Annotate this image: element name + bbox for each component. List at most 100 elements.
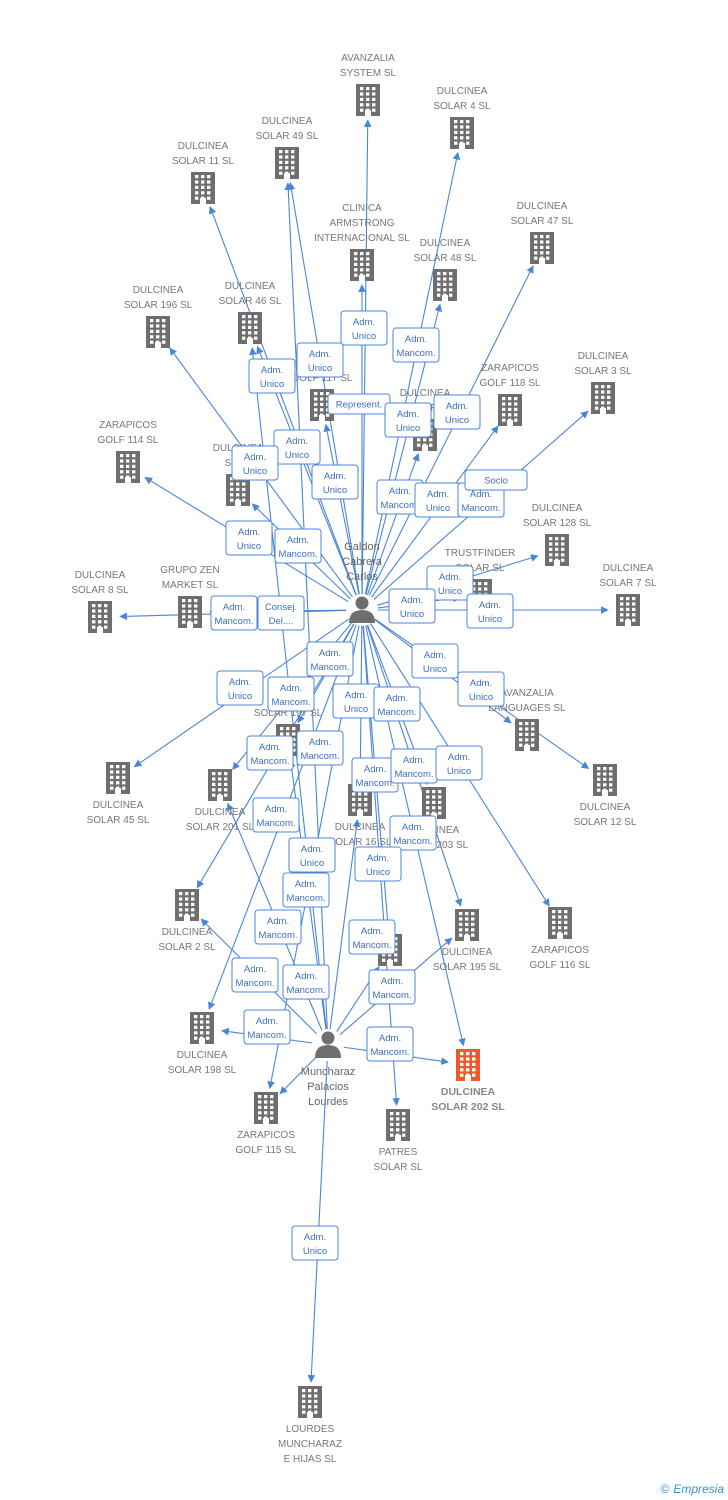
edge-label[interactable]: Adm.Unico bbox=[466, 593, 514, 629]
edge-label[interactable]: Adm.Mancom. bbox=[231, 957, 279, 993]
edge-label[interactable]: Adm.Mancom. bbox=[368, 969, 416, 1005]
edge-label[interactable]: Adm.Unico bbox=[433, 394, 481, 430]
edge-label[interactable]: Adm.Unico bbox=[216, 670, 264, 706]
company-node-s49[interactable]: DULCINEA SOLAR 49 SL bbox=[256, 116, 319, 179]
edge-label-text: Mancom. bbox=[300, 751, 339, 762]
edge-label[interactable]: Adm.Mancom. bbox=[282, 964, 330, 1000]
company-label: GRUPO ZEN bbox=[160, 565, 219, 576]
company-label: ZARAPICOS bbox=[531, 945, 589, 956]
edge-label[interactable]: Adm.Unico bbox=[291, 1225, 339, 1261]
edge-label[interactable]: Adm.Mancom. bbox=[366, 1026, 414, 1062]
edge-label[interactable]: Adm.Unico bbox=[248, 358, 296, 394]
edge-label-text: Adm. bbox=[427, 489, 449, 500]
edge-label[interactable]: Adm.Unico bbox=[388, 588, 436, 624]
edge-label[interactable]: Adm.Mancom. bbox=[390, 748, 438, 784]
edge-label[interactable]: Adm.Unico bbox=[225, 520, 273, 556]
company-label: DULCINEA bbox=[262, 116, 313, 127]
company-label: DULCINEA bbox=[178, 141, 229, 152]
edge-label[interactable]: Adm.Mancom. bbox=[306, 641, 354, 677]
edge-label-text: Mancom. bbox=[380, 500, 419, 511]
edge-label[interactable]: Adm.Unico bbox=[340, 310, 388, 346]
edge-label[interactable]: Consej.Del.... bbox=[257, 595, 305, 631]
edge-label-text: Mancom. bbox=[256, 818, 295, 829]
edge-label[interactable]: Represent. bbox=[327, 393, 391, 415]
edge-label[interactable]: Adm.Unico bbox=[332, 683, 380, 719]
edge-label[interactable]: Adm.Mancom. bbox=[373, 686, 421, 722]
edge-muncharaz-s16 bbox=[329, 819, 361, 1030]
edge-label[interactable]: Adm.Mancom. bbox=[254, 909, 302, 945]
edge-label-text: Adm. bbox=[309, 737, 331, 748]
company-label: ZARAPICOS bbox=[237, 1130, 295, 1141]
edge-label[interactable]: Adm.Unico bbox=[311, 464, 359, 500]
edge-label[interactable]: Adm.Mancom. bbox=[274, 528, 322, 564]
edge-label[interactable]: Adm.Unico bbox=[426, 565, 474, 601]
edge-label[interactable]: Adm.Unico bbox=[457, 671, 505, 707]
edge-label[interactable]: Adm.Unico bbox=[296, 342, 344, 378]
edge-label[interactable]: Adm.Unico bbox=[435, 745, 483, 781]
edge-label[interactable]: Adm.Unico bbox=[384, 402, 432, 438]
edge-label[interactable]: Adm.Unico bbox=[288, 837, 336, 873]
company-label: SOLAR 49 SL bbox=[256, 131, 319, 142]
building-icon bbox=[422, 787, 446, 819]
edge-label[interactable]: Adm.Mancom. bbox=[243, 1009, 291, 1045]
edge-label[interactable]: Adm.Mancom. bbox=[282, 872, 330, 908]
edge-label[interactable]: Adm.Unico bbox=[354, 846, 402, 882]
edge-muncharaz-z115 bbox=[279, 1056, 318, 1095]
edge-label[interactable]: Socio bbox=[464, 469, 528, 491]
edge-label[interactable]: Adm.Mancom. bbox=[348, 919, 396, 955]
company-label: SOLAR 201 SL bbox=[186, 822, 255, 833]
building-icon bbox=[616, 594, 640, 626]
edge-label[interactable]: Adm.Mancom. bbox=[252, 797, 300, 833]
edge-label[interactable]: Adm. Mancom. bbox=[296, 730, 344, 766]
footer-brand[interactable]: ©Empresia bbox=[660, 1482, 724, 1496]
edge-label-text: Adm. bbox=[324, 471, 346, 482]
edge-galdon-z117 bbox=[323, 423, 360, 595]
edge-label[interactable]: Adm. Unico bbox=[414, 482, 462, 518]
edge-label-text: Adm. bbox=[470, 678, 492, 689]
edge-label[interactable]: Adm.Mancom. bbox=[392, 327, 440, 363]
edge-label[interactable]: Adm.Unico bbox=[411, 643, 459, 679]
edge-label[interactable]: Adm.Mancom. bbox=[210, 595, 258, 631]
edge-label[interactable]: Adm.Unico bbox=[273, 429, 321, 465]
company-label: SOLAR 48 SL bbox=[414, 253, 477, 264]
edge-label-text: Mancom. bbox=[214, 616, 253, 627]
edge-label[interactable]: Adm.Mancom. bbox=[246, 735, 294, 771]
edge-label[interactable]: Adm.Mancom. bbox=[389, 815, 437, 851]
edge-label[interactable]: Adm.Unico bbox=[231, 445, 279, 481]
edge-label-text: Mancom. bbox=[461, 503, 500, 514]
edge-label[interactable]: Adm.Mancom. bbox=[267, 676, 315, 712]
edge-label[interactable]: Adm.Mancom. bbox=[457, 482, 505, 518]
edge-label-text: Mancom. bbox=[370, 1047, 409, 1058]
edge-label-text: Unico bbox=[426, 503, 450, 514]
